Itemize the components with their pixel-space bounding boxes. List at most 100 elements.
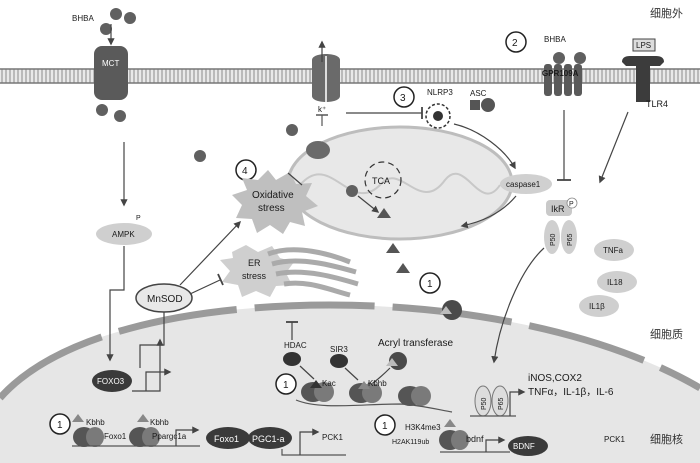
nucleosome-kac (301, 380, 334, 402)
svg-text:AMPK: AMPK (112, 230, 135, 239)
foxo3-oval: FOXO3 (92, 370, 132, 392)
svg-text:1: 1 (57, 420, 63, 431)
hdac-label: HDAC (284, 341, 307, 350)
lps-box (632, 38, 656, 52)
inos-cox2-label: iNOS,COX2 (528, 373, 582, 384)
svg-text:Foxo1: Foxo1 (214, 434, 239, 444)
nucleus (0, 301, 700, 463)
svg-text:FOXO3: FOXO3 (97, 377, 125, 386)
svg-text:PGC1-a: PGC1-a (252, 434, 285, 444)
svg-text:BDNF: BDNF (513, 442, 535, 451)
acetyl-coa-triangle (396, 263, 410, 273)
k-plus-label: k⁺ (318, 105, 326, 114)
nucleosome-bdnf (439, 419, 469, 450)
nucleosome-kbhb (349, 381, 431, 406)
bdnf-gene-label: bdnf (466, 434, 484, 444)
pck1-label-b: PCK1 (604, 435, 625, 444)
bhba-molecule (114, 110, 126, 122)
kbhb-label: Kbhb (368, 379, 387, 388)
k-channel (312, 54, 340, 102)
p50-label: P50 (550, 233, 557, 246)
membrane-acyl-transferase (440, 300, 462, 320)
svg-text:2: 2 (512, 38, 518, 49)
svg-text:stress: stress (258, 203, 285, 214)
asc-protein (470, 98, 495, 112)
svg-text:4: 4 (242, 166, 248, 177)
bhba-molecule (100, 23, 112, 35)
badge-1-mid: 1 (419, 272, 441, 294)
ikr-p50-p65-complex: IkR P P50 P65 (544, 197, 578, 254)
region-cytoplasm: 细胞质 (650, 328, 683, 341)
bhba-label-left: BHBA (72, 14, 94, 23)
badge-1-foxo: 1 (49, 413, 71, 435)
nucleosome-ppargc1a (129, 414, 160, 447)
tlr4-label: TLR4 (646, 99, 668, 109)
svg-text:ER: ER (248, 258, 261, 268)
er-stress-burst: ER stress (220, 245, 294, 297)
bhba-molecule (574, 52, 586, 64)
hdac-protein (283, 352, 301, 366)
ppargc1a-gene-label: Ppargc1a (152, 432, 187, 441)
caspase1-oval: caspase1 (500, 174, 552, 194)
pck1-label-a: PCK1 (322, 433, 343, 442)
acyl-transferase-protein (386, 352, 407, 370)
sir3-protein (330, 354, 348, 368)
badge-1-hdac: 1 (275, 373, 297, 395)
badge-2: 2 (505, 31, 527, 53)
mct-label: MCT (102, 59, 119, 68)
asc-label: ASC (470, 89, 487, 98)
kbhb-label-foxo1: Kbhb (86, 418, 105, 427)
foxo1-gene-label: Foxo1 (104, 432, 127, 441)
kac-label: Kac (322, 379, 336, 388)
svg-text:TCA: TCA (372, 176, 390, 186)
bdnf-protein: BDNF (508, 436, 548, 456)
svg-text:caspase1: caspase1 (506, 180, 541, 189)
gpr109a-receptor (544, 64, 582, 96)
ampk-phospho: P (136, 215, 141, 222)
svg-text:3: 3 (400, 93, 406, 104)
acetyl-coa-triangle (377, 208, 391, 218)
ampk-oval: AMPK P (96, 215, 152, 245)
tlr4-receptor (622, 56, 664, 102)
oxidative-stress-burst: Oxidative stress (232, 170, 318, 234)
badge-4: 4 (235, 159, 257, 181)
cytokine-tnfa: TNFa (594, 239, 634, 261)
acyl-transferase-label: Acryl transferase (378, 338, 453, 349)
svg-text:1: 1 (427, 279, 433, 290)
badge-1-bdnf: 1 (374, 414, 396, 436)
cytokine-il18: IL18 (597, 271, 637, 293)
svg-text:TNFa: TNFa (603, 246, 624, 255)
p65-label: P65 (567, 233, 574, 246)
ikr-label: IkR (551, 204, 565, 214)
acetyl-coa-triangle (386, 243, 400, 253)
mnsod-oval: MnSOD (135, 283, 193, 313)
bhba-molecule (96, 104, 108, 116)
svg-text:1: 1 (283, 380, 289, 391)
gpr109a-label: GPR109A (542, 69, 579, 78)
bhba-molecule (194, 150, 206, 162)
cytokine-genes-label: TNFα，IL-1β，IL-6 (528, 387, 614, 398)
h3k4me3-label: H3K4me3 (405, 423, 441, 432)
ikr-phospho: P (569, 201, 574, 208)
sir3-label: SIR3 (330, 345, 348, 354)
svg-text:MnSOD: MnSOD (147, 294, 183, 305)
svg-text:Oxidative: Oxidative (252, 190, 294, 201)
nlrp3-label: NLRP3 (427, 88, 453, 97)
cytokine-il1b: IL1β (579, 295, 619, 317)
bhba-molecule (110, 8, 122, 20)
nlrp3-complex (425, 103, 451, 129)
svg-text:IL1β: IL1β (589, 302, 605, 311)
badge-3: 3 (393, 86, 415, 108)
pgc1a-protein: PGC1-a (248, 427, 292, 449)
region-nucleus: 细胞核 (650, 432, 683, 446)
nucleosome-foxo1 (72, 414, 104, 447)
bhba-molecule (553, 52, 565, 64)
h2ak119ub-label: H2AK119ub (392, 439, 429, 446)
foxo1-protein: Foxo1 (206, 427, 250, 449)
lps-label: LPS (636, 41, 651, 50)
region-extracellular: 细胞外 (650, 7, 683, 20)
bhba-molecule (346, 185, 358, 197)
bhba-molecule (124, 12, 136, 24)
mito-transporter (306, 141, 330, 159)
